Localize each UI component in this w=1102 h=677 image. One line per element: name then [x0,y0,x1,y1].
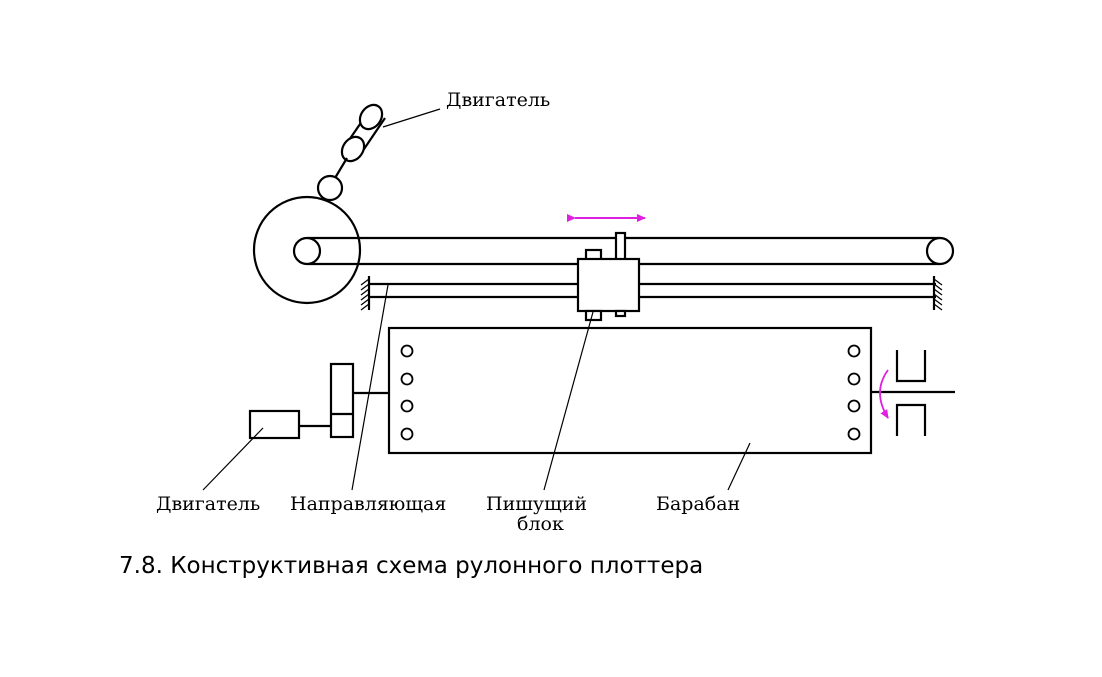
top-motor [316,103,386,202]
rail-hatch-right [933,278,943,311]
large-pulley [252,195,362,305]
rail-hatch-left [360,278,370,311]
label-drum: Барабан [656,493,740,515]
label-pen-unit-line2: блок [517,513,564,535]
label-motor-top: Двигатель [446,89,550,111]
figure-caption: 7.8. Конструктивная схема рулонного плот… [119,553,703,579]
label-guide: Направляющая [290,493,446,515]
rotation-arrow [879,369,889,419]
label-pen-unit-line1: Пишущий [486,493,587,515]
leader-lines [202,108,751,491]
guide-rail [367,276,936,310]
drum [387,326,873,455]
label-motor-bottom: Двигатель [156,493,260,515]
drum-axle-right [871,350,955,436]
pen-unit [576,231,641,322]
